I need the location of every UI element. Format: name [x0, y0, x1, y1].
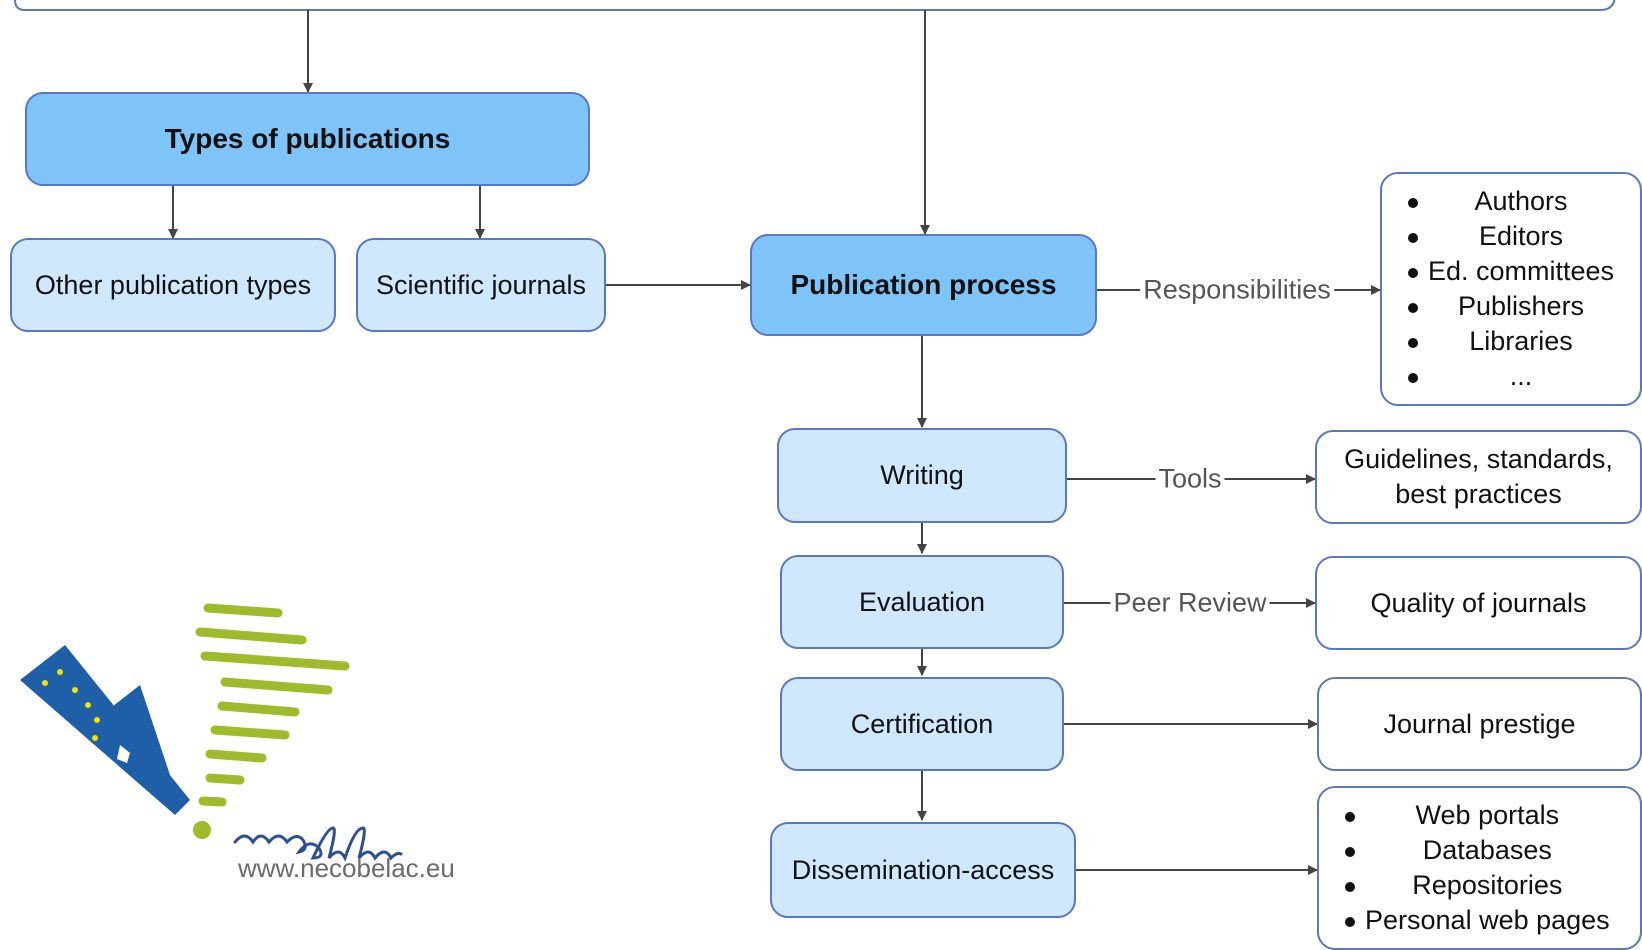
- edge-label-peer-review: Peer Review: [1110, 587, 1270, 619]
- list-item: Databases: [1343, 833, 1610, 868]
- node-label: Types of publications: [164, 123, 451, 154]
- list-item: Ed. committees: [1406, 254, 1614, 289]
- node-other-publication-types: Other publication types: [10, 238, 336, 332]
- node-label: Quality of journals: [1370, 587, 1587, 618]
- list-item: ...: [1406, 359, 1614, 394]
- dissemination-list: Web portals Databases Repositories Perso…: [1343, 798, 1610, 938]
- list-item: Personal web pages: [1343, 903, 1610, 938]
- node-certification: Certification: [780, 677, 1064, 771]
- node-writing: Writing: [777, 428, 1067, 523]
- logo-stripes: [193, 603, 350, 839]
- node-label: Certification: [850, 708, 994, 739]
- node-label: Other publication types: [34, 269, 312, 300]
- node-dissemination-access: Dissemination-access: [770, 822, 1076, 918]
- node-label: Writing: [880, 460, 964, 490]
- list-item: Publishers: [1406, 289, 1614, 324]
- edge-label-responsibilities: Responsibilities: [1140, 274, 1334, 306]
- node-guidelines: Guidelines, standards, best practices: [1315, 430, 1642, 524]
- necobelac-logo: [20, 603, 403, 862]
- node-journal-prestige: Journal prestige: [1317, 677, 1642, 771]
- list-item: Web portals: [1343, 798, 1610, 833]
- node-responsibilities-list: Authors Editors Ed. committees Publisher…: [1380, 172, 1642, 406]
- list-item: Libraries: [1406, 324, 1614, 359]
- node-types-of-publications: Types of publications: [25, 92, 590, 186]
- node-label: Scientific journals: [375, 269, 587, 300]
- node-label: Dissemination-access: [791, 854, 1055, 885]
- node-quality-of-journals: Quality of journals: [1315, 556, 1642, 650]
- edge-label-tools: Tools: [1155, 463, 1225, 495]
- node-dissemination-list: Web portals Databases Repositories Perso…: [1317, 786, 1642, 950]
- list-item: Authors: [1406, 184, 1614, 219]
- logo-url[interactable]: www.necobelac.eu: [238, 853, 455, 883]
- node-evaluation: Evaluation: [780, 555, 1064, 649]
- node-scientific-journals: Scientific journals: [356, 238, 606, 332]
- list-item: Repositories: [1343, 868, 1610, 903]
- node-label: Publication process: [790, 269, 1057, 300]
- node-label-line: Guidelines, standards,: [1344, 444, 1613, 474]
- node-publication-process: Publication process: [750, 234, 1097, 336]
- node-label-line: best practices: [1395, 479, 1562, 509]
- node-label: Journal prestige: [1383, 708, 1576, 739]
- logo-wordmark-script: [233, 826, 403, 862]
- list-item: Editors: [1406, 219, 1614, 254]
- responsibilities-list: Authors Editors Ed. committees Publisher…: [1406, 184, 1614, 394]
- node-label: Evaluation: [858, 586, 986, 617]
- pen-nib-icon: [20, 645, 190, 815]
